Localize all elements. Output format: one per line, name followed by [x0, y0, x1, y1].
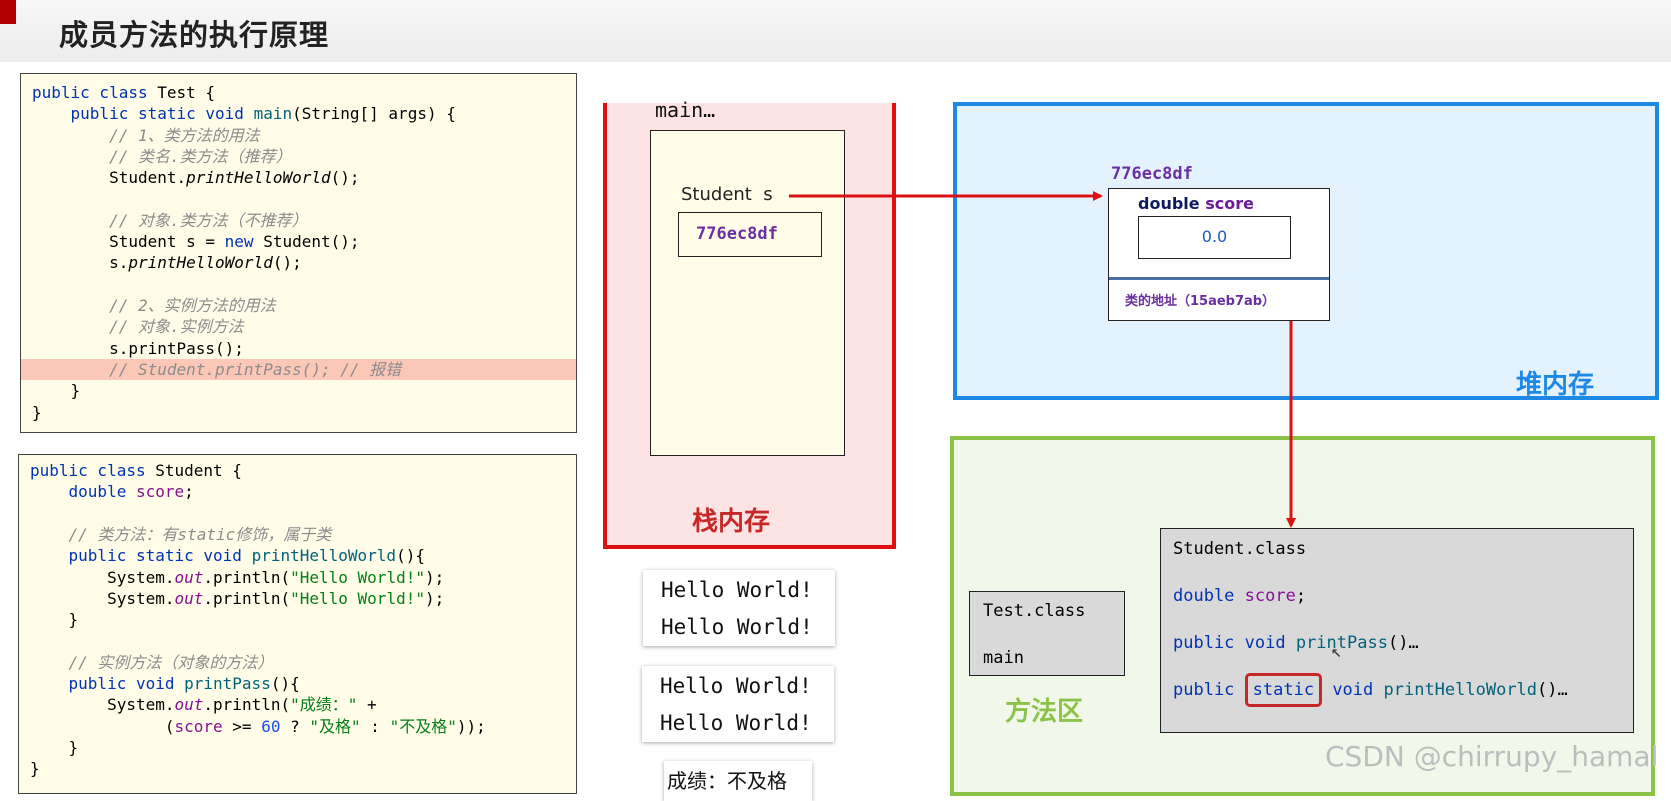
code-line: // 实例方法（对象的方法）	[30, 652, 274, 672]
console-output-2: Hello World! Hello World!	[642, 666, 834, 742]
code-line: }	[30, 759, 40, 779]
variable-value-box: 776ec8df	[678, 212, 822, 257]
code-line: // 对象.类方法（不推荐）	[32, 210, 308, 230]
code-line: }	[32, 381, 81, 401]
test-class-name: Test.class	[983, 601, 1086, 621]
student-class-name: Student.class	[1173, 539, 1307, 559]
code-line: double score;	[30, 482, 194, 502]
test-class-box: Test.class main	[969, 591, 1125, 676]
score-value: 0.0	[1201, 227, 1228, 246]
code-line: // 2、实例方法的用法	[32, 296, 276, 315]
code-line: // 类方法：有static修饰，属于类	[30, 524, 332, 544]
code-line: s.printPass();	[32, 338, 244, 358]
student-class-box: Student.class double score; public void …	[1160, 528, 1634, 733]
corner-accent	[0, 0, 16, 24]
code-line: public void printPass(){	[30, 674, 300, 693]
score-value-box: 0.0	[1138, 216, 1291, 259]
code-line: // Student.printPass(); // 报错	[21, 358, 576, 380]
code-line: Student s = new Student();	[32, 232, 360, 252]
code-line: public class Test {	[32, 83, 216, 102]
method-area-label: 方法区	[1005, 697, 1084, 727]
variable-value: 776ec8df	[696, 224, 778, 244]
code-line: // 1、类方法的用法	[32, 125, 260, 145]
student-class-field: double score;	[1173, 586, 1307, 606]
score-field-label: double score	[1138, 194, 1254, 213]
code-line: // 类名.类方法（推荐）	[32, 146, 292, 166]
class-address: 类的地址（15aeb7ab）	[1125, 294, 1276, 309]
object-address: 776ec8df	[1111, 164, 1193, 184]
heap-memory-label: 堆内存	[1516, 370, 1595, 400]
code-line: // 对象.实例方法	[32, 317, 244, 337]
code-line: Student.printHelloWorld();	[32, 168, 360, 188]
code-line: public static void printHelloWorld(){	[30, 546, 425, 566]
code-line: }	[30, 737, 79, 757]
code-line: System.out.println("成绩：" +	[30, 695, 377, 715]
student-object: double score 0.0 类的地址（15aeb7ab）	[1108, 188, 1330, 321]
code-line: System.out.println("Hello World!");	[30, 567, 445, 587]
student-class-printhelloworld: public static void printHelloWorld()…	[1173, 673, 1568, 707]
slide-title: 成员方法的执行原理	[59, 18, 330, 52]
code-line: public static void main(String[] args) {	[32, 104, 456, 124]
object-divider	[1109, 277, 1329, 280]
code-line: s.printHelloWorld();	[32, 253, 302, 273]
student-class-printpass: public void printPass()…	[1173, 633, 1419, 653]
code-line: }	[32, 402, 42, 422]
code-line: System.out.println("Hello World!");	[30, 588, 445, 608]
console-output-1: Hello World! Hello World!	[643, 570, 835, 646]
stack-memory-label: 栈内存	[692, 507, 771, 537]
static-keyword-highlight: static	[1244, 673, 1323, 707]
main-frame-label: main…	[655, 98, 716, 122]
main-stack-frame	[650, 130, 845, 456]
mouse-cursor-icon: ↖	[1331, 641, 1342, 662]
code-box-test: public class Test { public static void m…	[20, 73, 577, 433]
watermark: CSDN @chirrupy_hamal	[1325, 740, 1659, 773]
code-line: }	[30, 610, 79, 630]
variable-label: Student s	[681, 184, 773, 205]
code-line: public class Student {	[30, 461, 242, 480]
slide-header-bar	[0, 0, 1671, 62]
test-class-main: main	[983, 648, 1024, 668]
code-line: (score >= 60 ? "及格" : "不及格"));	[30, 716, 486, 736]
